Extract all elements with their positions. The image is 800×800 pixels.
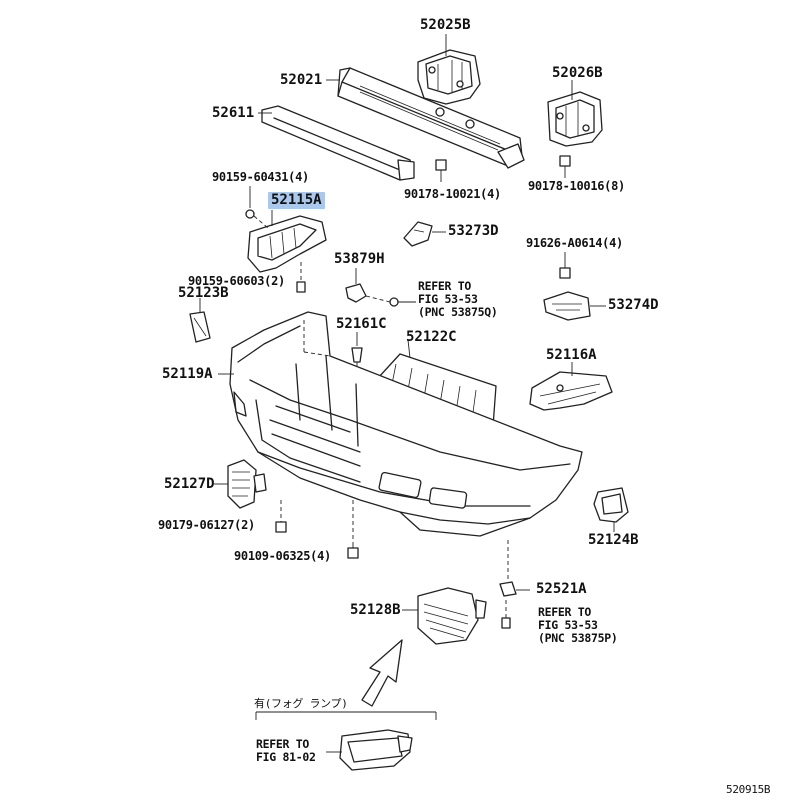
part-52116a-bracket — [529, 371, 613, 411]
label-53274d: 53274D — [608, 297, 659, 313]
label-52124b: 52124B — [588, 532, 639, 548]
label-52116a: 52116A — [546, 347, 597, 363]
label-90178-10021: 90178-10021(4) — [404, 187, 501, 201]
part-53879h-clip — [345, 283, 367, 303]
label-52161c: 52161C — [336, 316, 387, 332]
label-52128b: 52128B — [350, 602, 401, 618]
label-91626-a0614: 91626-A0614(4) — [526, 236, 623, 250]
label-52026b: 52026B — [552, 65, 603, 81]
nut-90179-06127 — [275, 500, 287, 533]
part-52127d-grille — [227, 459, 267, 509]
bolt-90178-10016 — [559, 155, 571, 178]
bolt-90159-60603 — [296, 262, 306, 293]
part-52123b-cover — [189, 311, 211, 343]
part-52026b-bracket — [547, 91, 603, 147]
fog-lamp-note-bracket — [255, 711, 437, 720]
part-52025b-bracket — [417, 49, 481, 105]
fog-lamp — [339, 729, 413, 771]
label-refer-53875q: REFER TO FIG 53-53 (PNC 53875Q) — [418, 279, 498, 319]
label-52123b: 52123B — [178, 285, 229, 301]
label-52611: 52611 — [212, 105, 255, 121]
part-53273d-clip — [403, 221, 433, 247]
label-90179-06127: 90179-06127(2) — [158, 518, 255, 532]
part-52021-reinforcement — [337, 67, 525, 169]
bolt-ref-53875q — [365, 295, 416, 307]
part-52611-absorber — [261, 105, 415, 181]
label-90159-60603: 90159-60603(2) — [188, 274, 285, 288]
label-refer-8102: REFER TO FIG 81-02 — [256, 737, 316, 764]
part-52128b-fog-cover — [417, 587, 487, 645]
diagram-code: 520915B — [726, 783, 771, 796]
label-52122c: 52122C — [406, 329, 457, 345]
label-52521a: 52521A — [536, 581, 587, 597]
label-90109-06325: 90109-06325(4) — [234, 549, 331, 563]
bolt-90109-06325 — [347, 500, 359, 559]
label-fog-lamp-note: 有(フォグ ランプ) — [254, 697, 348, 710]
label-52127d: 52127D — [164, 476, 215, 492]
label-52115a-highlighted[interactable]: 52115A — [268, 192, 325, 209]
bolt-90159-60431 — [245, 209, 269, 229]
part-52115a-bracket — [247, 215, 327, 273]
part-52124b-cover — [593, 487, 629, 523]
label-refer-53875p: REFER TO FIG 53-53 (PNC 53875P) — [538, 605, 618, 645]
part-53274d-bracket — [543, 291, 591, 321]
part-52119a-bumper-cover — [229, 311, 583, 537]
part-52521a-clip — [499, 540, 517, 597]
label-53273d: 53273D — [448, 223, 499, 239]
label-52021: 52021 — [280, 72, 323, 88]
label-52025b: 52025B — [420, 17, 471, 33]
bolt-ref-53875p — [501, 600, 511, 629]
label-90159-60431: 90159-60431(4) — [212, 170, 309, 184]
label-53879h: 53879H — [334, 251, 385, 267]
label-90178-10016: 90178-10016(8) — [528, 179, 625, 193]
nut-91626-a0614 — [559, 252, 571, 279]
bolt-90178-10021 — [435, 159, 447, 182]
label-52119a: 52119A — [162, 366, 213, 382]
arrow-to-fog-lamp — [361, 639, 403, 707]
